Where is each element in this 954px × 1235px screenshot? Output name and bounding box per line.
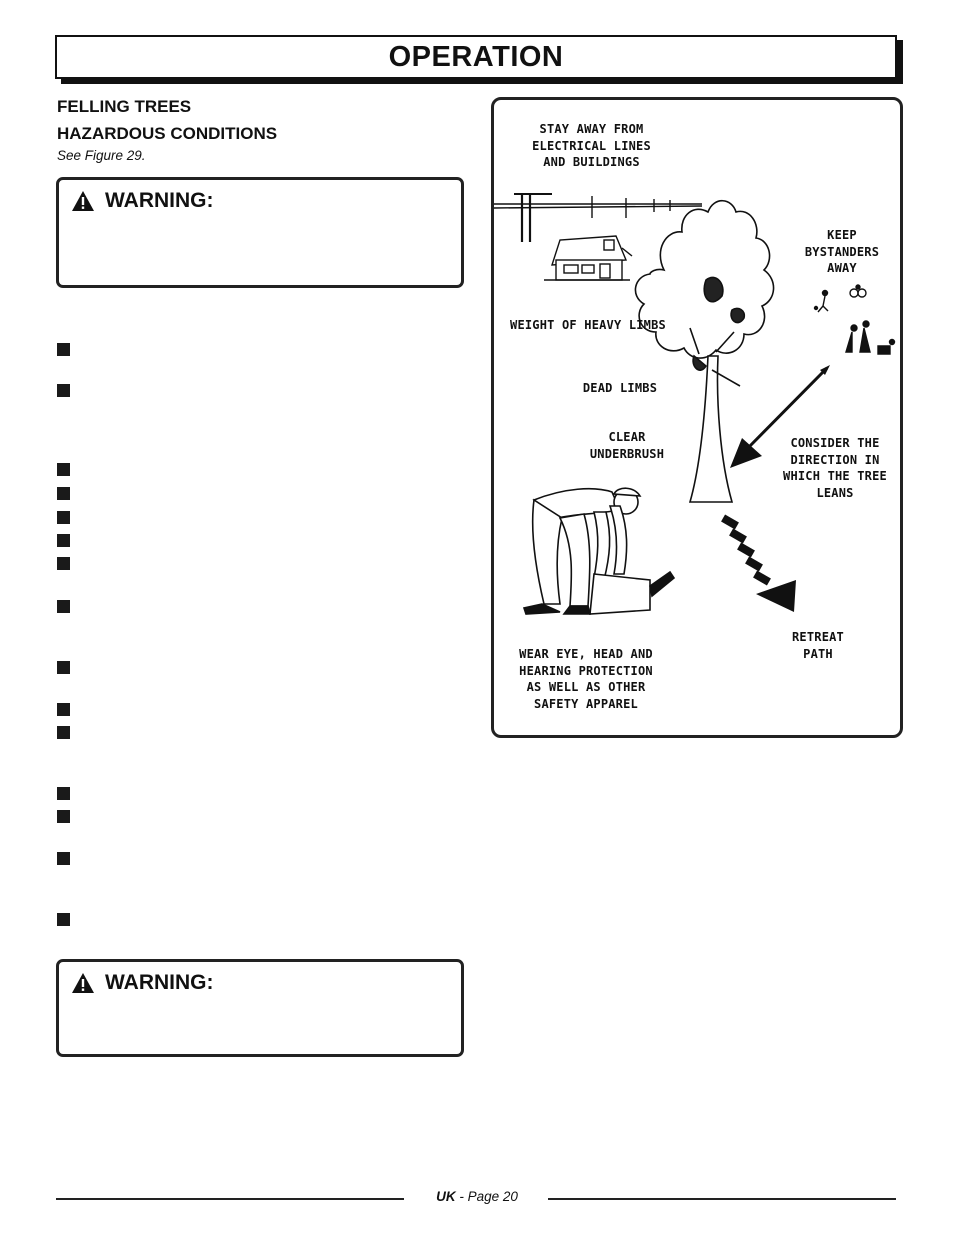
label-retreat-path: RETREAT PATH [792, 630, 844, 661]
figure-29: STAY AWAY FROM ELECTRICAL LINES AND BUIL… [491, 97, 903, 738]
bullet-marker [57, 343, 70, 356]
section-heading: FELLING TREES [57, 97, 192, 116]
footer-rule-right [548, 1198, 896, 1200]
bullet-marker [57, 810, 70, 823]
page-title: OPERATION [388, 41, 564, 73]
bullet-marker [57, 787, 70, 800]
bullet-marker [57, 487, 70, 500]
bullet-marker [57, 600, 70, 613]
label-dead-limbs: DEAD LIMBS [582, 381, 658, 395]
bullet-marker [57, 557, 70, 570]
footer-rule-left [56, 1198, 404, 1200]
label-keep-bystanders: KEEP BYSTANDERS AWAY [804, 228, 880, 275]
bystanders-icon [813, 284, 896, 355]
bullet-marker [57, 852, 70, 865]
house-icon [544, 235, 633, 281]
chainsaw-worker-icon [522, 487, 676, 615]
bullet-marker [57, 913, 70, 926]
warning-box: WARNING: [56, 959, 464, 1057]
page-footer: UK - Page 20 [0, 1189, 954, 1204]
footer-page-number: - Page 20 [459, 1189, 518, 1204]
label-consider-direction: CONSIDER THE DIRECTION IN WHICH THE TREE… [783, 436, 887, 500]
warning-label: WARNING: [105, 971, 214, 994]
bullet-marker [57, 463, 70, 476]
power-lines-icon [494, 193, 703, 242]
label-heavy-limbs: WEIGHT OF HEAVY LIMBS [510, 318, 666, 332]
figure-reference: See Figure 29. [57, 148, 146, 163]
bullet-marker [57, 661, 70, 674]
bullet-marker [57, 511, 70, 524]
warning-box: WARNING: [56, 177, 464, 288]
tree-icon [634, 199, 775, 503]
bullet-marker [57, 726, 70, 739]
warning-label: WARNING: [105, 189, 214, 212]
section-subheading: HAZARDOUS CONDITIONS [57, 124, 278, 143]
tree-felling-illustration [494, 193, 896, 615]
warning-header: WARNING: [71, 188, 214, 214]
bullet-marker [57, 534, 70, 547]
bullet-marker [57, 703, 70, 716]
lean-direction-arrow-icon [730, 365, 830, 468]
label-stay-away: STAY AWAY FROM ELECTRICAL LINES AND BUIL… [532, 122, 651, 169]
warning-triangle-icon [72, 191, 94, 211]
warning-triangle-icon [72, 973, 94, 993]
warning-header: WARNING: [71, 970, 214, 996]
label-clear-underbrush: CLEAR UNDERBRUSH [589, 430, 665, 461]
label-wear-protection: WEAR EYE, HEAD AND HEARING PROTECTION AS… [519, 647, 653, 711]
retreat-arrow-icon [721, 514, 796, 612]
footer-region: UK [436, 1189, 456, 1204]
bullet-marker [57, 384, 70, 397]
page-title-banner: OPERATION [55, 35, 897, 79]
